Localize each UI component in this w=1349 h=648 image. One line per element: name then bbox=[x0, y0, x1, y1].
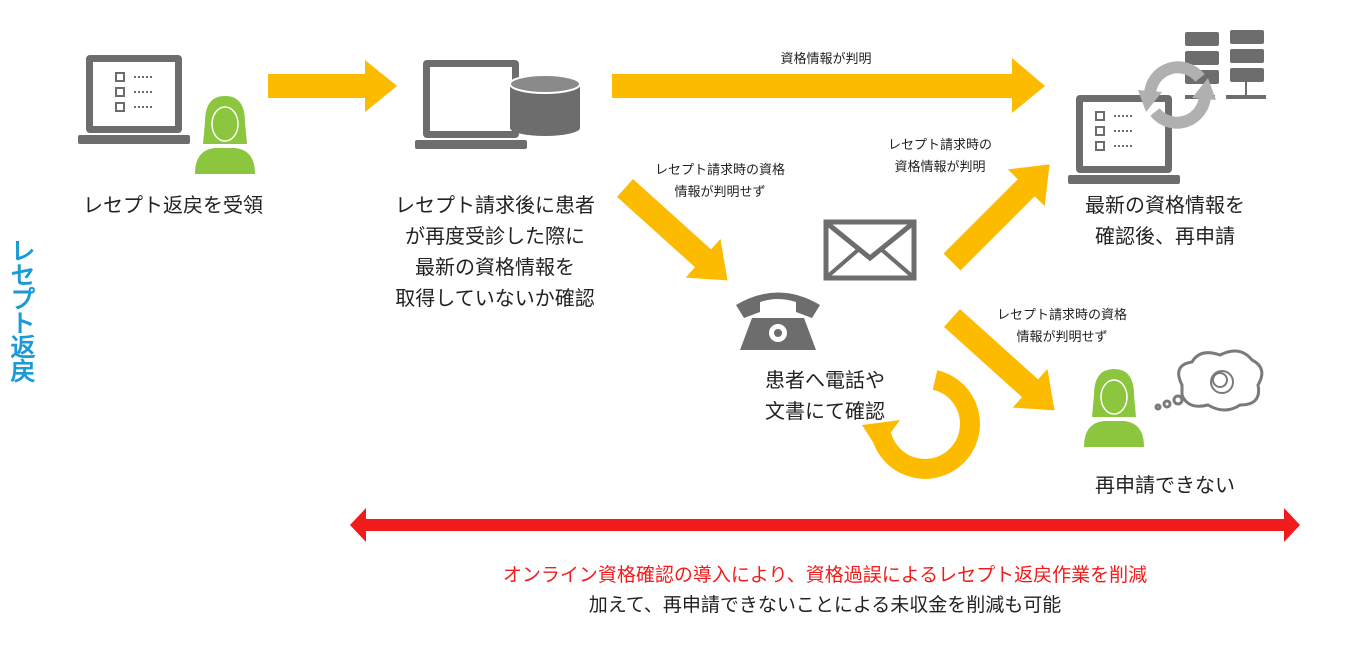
arrow-label-up: レセプト請求時の 資格情報が判明 bbox=[860, 135, 1020, 179]
arrow-label-down2: レセプト請求時の資格 情報が判明せず bbox=[972, 305, 1152, 349]
line: 確認後、再申請 bbox=[1095, 224, 1235, 248]
database-icon bbox=[509, 74, 581, 136]
line: 資格情報が判明 bbox=[894, 160, 986, 175]
cycle-arrow-icon bbox=[862, 370, 980, 479]
footer-highlight: オンライン資格確認の導入により、資格過誤によるレセプト返戻作業を削減 bbox=[502, 564, 1148, 586]
arrow-right-long bbox=[612, 58, 1045, 113]
arrow-diagonal-down bbox=[616, 179, 728, 281]
line: 最新の資格情報を bbox=[1085, 193, 1245, 217]
arrow-label-down1: レセプト請求時の資格 情報が判明せず bbox=[630, 160, 810, 204]
envelope-icon bbox=[823, 219, 917, 281]
step-cannot-label: 再申請できない bbox=[1095, 473, 1235, 497]
line: 情報が判明せず bbox=[1016, 330, 1108, 345]
footer-note: 加えて、再申請できないことによる未収金を削減も可能 bbox=[588, 594, 1062, 616]
server-icon bbox=[1185, 30, 1266, 99]
arrow-diagonal-up bbox=[943, 164, 1050, 271]
step-reapply-label: 最新の資格情報を 確認後、再申請 bbox=[1060, 190, 1270, 252]
telephone-icon bbox=[736, 292, 820, 350]
line: レセプト請求時の資格 bbox=[996, 308, 1127, 323]
line: レセプト請求時の資格 bbox=[654, 163, 785, 178]
line: が再度受診した際に bbox=[405, 224, 585, 248]
side-title: レセプト返戻 bbox=[7, 238, 36, 382]
line: 患者へ電話や bbox=[765, 368, 885, 392]
double-arrow bbox=[350, 508, 1300, 542]
laptop-icon bbox=[1068, 95, 1180, 184]
line: 文書にて確認 bbox=[765, 399, 885, 423]
step-receive-label: レセプト返戻を受領 bbox=[83, 193, 263, 217]
arrow-right bbox=[268, 60, 397, 112]
sync-icon bbox=[1138, 61, 1216, 129]
line: 取得していないか確認 bbox=[395, 286, 595, 310]
arrow-label-top: 資格情報が判明 bbox=[780, 52, 872, 67]
line: 最新の資格情報を bbox=[415, 255, 575, 279]
thought-bubble-icon bbox=[1154, 349, 1264, 412]
step-contact-label: 患者へ電話や 文書にて確認 bbox=[745, 365, 905, 427]
line: レセプト請求時の bbox=[887, 138, 992, 153]
person-icon bbox=[194, 95, 256, 175]
line: 情報が判明せず bbox=[674, 185, 766, 200]
line: レセプト請求後に患者 bbox=[395, 193, 595, 217]
person-icon bbox=[1083, 368, 1145, 448]
laptop-icon bbox=[78, 55, 190, 144]
step-check-label: レセプト請求後に患者 が再度受診した際に 最新の資格情報を 取得していないか確認 bbox=[370, 190, 620, 314]
arrow-diagonal-down bbox=[943, 309, 1055, 411]
